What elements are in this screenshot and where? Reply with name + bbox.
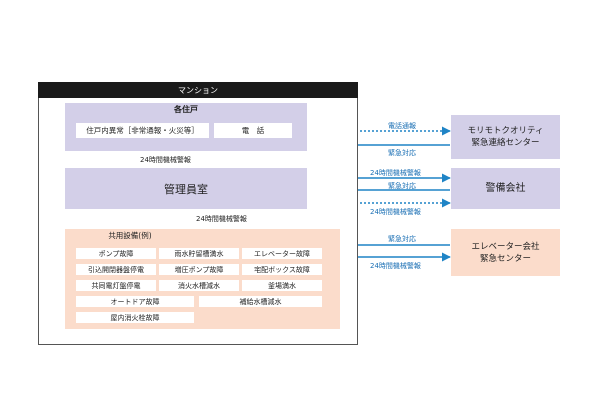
- quality-center-line1: モリモトクオリティ: [467, 126, 544, 136]
- label-emergency-1: 緊急対応: [388, 149, 416, 157]
- abnormal-box: 住戸内異常［非常通報・火災等］: [76, 123, 209, 138]
- facility-item: 消火水槽減水: [159, 280, 239, 291]
- label-alarm-facilities-elevator: 24時間機械警報: [370, 262, 421, 270]
- security-company-title: 警備会社: [485, 182, 526, 194]
- management-office: 管理員室: [65, 168, 307, 209]
- label-alarm-units-mgmt: 24時間機械警報: [140, 156, 191, 164]
- label-alarm-facilities-mgmt: 24時間機械警報: [196, 215, 247, 223]
- elevator-center-line1: エレベーター会社: [471, 241, 540, 252]
- label-emergency-3: 緊急対応: [388, 235, 416, 243]
- security-company: 警備会社: [451, 168, 560, 209]
- elevator-center-line2: 緊急センター: [479, 253, 531, 264]
- elevator-center: エレベーター会社 緊急センター: [451, 229, 560, 276]
- facility-item: オートドア故障: [76, 296, 194, 307]
- quality-center-line2: 緊急連絡センター: [471, 138, 540, 148]
- label-phone-report: 電話通報: [388, 122, 416, 130]
- label-alarm-mgmt-security: 24時間機械警報: [370, 169, 421, 177]
- label-emergency-2: 緊急対応: [388, 182, 416, 190]
- facility-item: 雨水貯留槽満水: [159, 248, 239, 259]
- mansion-title: マンション: [38, 82, 358, 98]
- phone-box: 電 話: [214, 123, 292, 138]
- quality-center: モリモトクオリティ 緊急連絡センター: [451, 115, 560, 159]
- facility-item: エレベーター故障: [242, 248, 322, 259]
- facility-item: 宅配ボックス故障: [242, 264, 322, 275]
- facility-item: 引込開閉器盤停電: [76, 264, 156, 275]
- units-title: 各住戸: [174, 105, 198, 114]
- facilities-title: 共用設備(例): [108, 231, 152, 240]
- facility-item: 屋内消火栓故障: [76, 312, 194, 323]
- facility-item: 釜場満水: [242, 280, 322, 291]
- facility-item: 増圧ポンプ故障: [159, 264, 239, 275]
- facility-item: 補給水槽減水: [199, 296, 322, 307]
- label-alarm-mgmt-security-2: 24時間機械警報: [370, 208, 421, 216]
- facility-item: 共同電灯盤停電: [76, 280, 156, 291]
- facility-item: ポンプ故障: [76, 248, 156, 259]
